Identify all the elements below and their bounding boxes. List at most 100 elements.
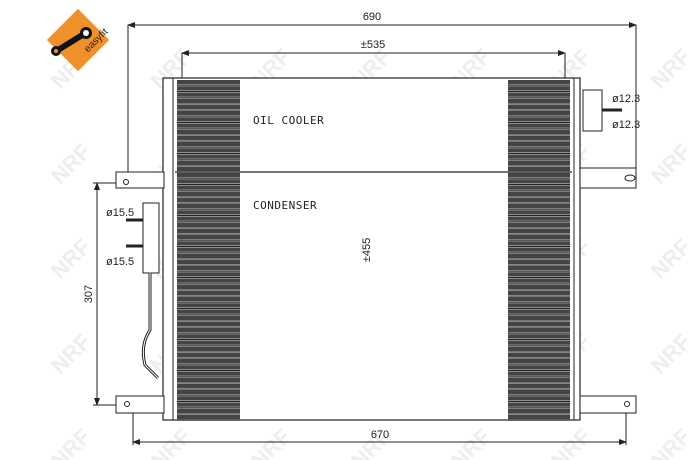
fin-row xyxy=(508,365,570,370)
fin-row xyxy=(177,241,240,246)
fin-row xyxy=(508,179,570,184)
fin-row xyxy=(508,123,570,128)
fin-row xyxy=(177,86,240,91)
fin-row xyxy=(177,408,240,413)
fin-row xyxy=(508,228,570,234)
dim-right-port-bottom: ø12.3 xyxy=(612,119,640,131)
nrf-watermark: NRF xyxy=(46,139,96,189)
fin-row xyxy=(508,154,570,159)
dim-core-height: ±455 xyxy=(361,238,373,262)
fin-row xyxy=(177,216,240,221)
nrf-watermark: NRF xyxy=(646,44,696,94)
fin-row xyxy=(177,104,240,110)
fin-row xyxy=(177,352,240,358)
fin-row xyxy=(508,129,570,134)
nrf-watermark: NRF xyxy=(646,234,696,284)
fin-row xyxy=(177,154,240,159)
fin-row xyxy=(508,383,570,389)
fin-row xyxy=(177,129,240,134)
fin-row xyxy=(177,390,240,395)
fin-row xyxy=(177,365,240,370)
fin-row xyxy=(177,272,240,277)
fin-row xyxy=(177,340,240,345)
dim-bottom-width: 670 xyxy=(371,429,389,441)
condenser-core xyxy=(162,77,581,421)
fin-row xyxy=(508,328,570,333)
fin-row xyxy=(177,290,240,296)
fin-row xyxy=(508,303,570,308)
oil-cooler-label: OIL COOLER xyxy=(253,114,324,127)
fin-row xyxy=(508,359,570,364)
fin-row xyxy=(177,210,240,215)
dim-right-port-top: ø12.3 xyxy=(612,93,640,105)
fin-block-right xyxy=(508,80,570,421)
fin-row xyxy=(508,80,570,85)
fin-row xyxy=(508,259,570,265)
dim-overall-width: 690 xyxy=(363,11,381,23)
fin-row xyxy=(508,235,570,240)
fin-row xyxy=(177,197,240,203)
fin-row xyxy=(508,160,570,165)
fin-row xyxy=(508,142,570,147)
fin-row xyxy=(508,210,570,215)
fin-row xyxy=(508,92,570,97)
fin-row xyxy=(177,135,240,141)
fin-row xyxy=(508,135,570,141)
fin-row xyxy=(508,390,570,395)
dim-left-port-top: ø15.5 xyxy=(106,207,134,219)
fin-row xyxy=(508,297,570,302)
fin-row xyxy=(508,148,570,153)
dim-side-height: 307 xyxy=(83,285,95,303)
fin-row xyxy=(508,191,570,196)
fin-row xyxy=(177,309,240,314)
fin-row xyxy=(508,408,570,413)
fin-block-left xyxy=(177,80,240,421)
fin-row xyxy=(508,204,570,209)
fin-row xyxy=(177,98,240,103)
nrf-watermark: NRF xyxy=(646,329,696,379)
fin-row xyxy=(508,104,570,110)
dim-left-port-bottom: ø15.5 xyxy=(106,256,134,268)
nrf-watermark: NRF xyxy=(46,424,96,460)
fin-row xyxy=(177,315,240,320)
fin-row xyxy=(508,166,570,172)
fin-row xyxy=(508,247,570,252)
fin-row xyxy=(508,315,570,320)
fin-row xyxy=(177,371,240,376)
fin-row xyxy=(508,86,570,91)
fin-row xyxy=(508,309,570,314)
fin-row xyxy=(177,160,240,165)
fin-row xyxy=(177,179,240,184)
fin-row xyxy=(508,290,570,296)
fin-row xyxy=(177,228,240,234)
fin-row xyxy=(508,346,570,351)
nrf-watermark: NRF xyxy=(646,424,696,460)
fin-row xyxy=(508,117,570,122)
fin-row xyxy=(508,241,570,246)
fin-row xyxy=(177,191,240,196)
fin-row xyxy=(508,222,570,227)
fin-row xyxy=(177,253,240,258)
fin-row xyxy=(177,321,240,327)
wrench-icon xyxy=(51,27,92,56)
fin-row xyxy=(177,80,240,85)
fin-row xyxy=(177,247,240,252)
fin-row xyxy=(177,334,240,339)
fin-row xyxy=(508,371,570,376)
fin-row xyxy=(508,278,570,283)
fin-row xyxy=(177,123,240,128)
fin-row xyxy=(177,222,240,227)
dim-core-width: ±535 xyxy=(361,39,385,51)
fin-row xyxy=(508,414,570,420)
fin-row xyxy=(177,396,240,401)
fin-row xyxy=(177,117,240,122)
fin-row xyxy=(177,377,240,382)
fin-row xyxy=(177,111,240,116)
fin-row xyxy=(508,185,570,190)
fin-row xyxy=(508,321,570,327)
nrf-watermark: NRF xyxy=(646,139,696,189)
fin-row xyxy=(177,284,240,289)
fin-row xyxy=(177,297,240,302)
